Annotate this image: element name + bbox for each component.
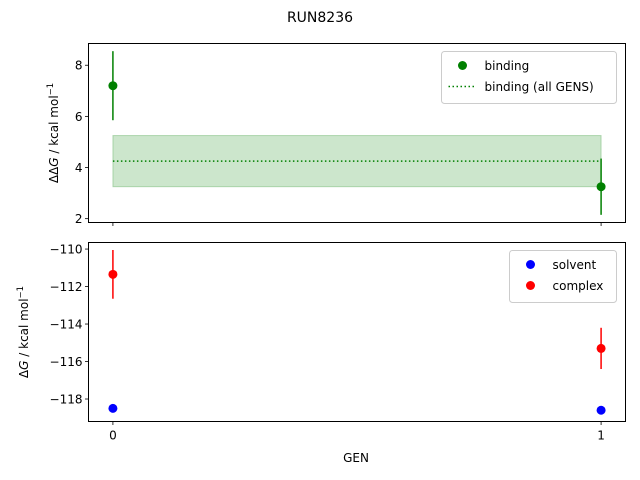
y-tick-label: 8: [75, 59, 83, 73]
legend-label: binding: [485, 59, 530, 73]
x-tick-label: 0: [109, 429, 117, 443]
data-point-complex: [108, 269, 118, 279]
figure-title: RUN8236: [287, 10, 353, 26]
legend-box: [509, 250, 617, 303]
legend-marker-binding: [458, 61, 467, 70]
legend-label: solvent: [553, 258, 597, 272]
data-point-binding: [108, 81, 118, 91]
axes-frame: [88, 242, 626, 422]
y-tick-label: 4: [75, 161, 83, 175]
bottom-axes: −110 −112 −114 −116 −118 0 1 ΔG / kcal mol−1 sol…: [16, 242, 626, 443]
y-tick-label: −112: [50, 280, 83, 294]
y-tick-label: −116: [50, 355, 83, 369]
axes-frame: [88, 43, 626, 223]
x-tick-label: 1: [597, 429, 605, 443]
legend-label: complex: [553, 279, 604, 293]
data-point-solvent: [108, 403, 118, 413]
legend-marker-complex: [526, 281, 535, 290]
y-tick-label: 6: [75, 110, 83, 124]
data-point-solvent: [596, 405, 606, 415]
y-tick-label: 2: [75, 212, 83, 226]
legend-marker-solvent: [526, 260, 535, 269]
legend-label: binding (all GENS): [485, 80, 594, 94]
x-axis-label: GEN: [343, 451, 369, 465]
y-axis-label: ΔΔG / kcal mol−1: [46, 83, 61, 183]
y-tick-label: −118: [50, 393, 83, 407]
y-axis-label: ΔG / kcal mol−1: [16, 286, 31, 378]
data-point-binding: [596, 182, 606, 192]
y-tick-label: −114: [50, 318, 83, 332]
data-point-complex: [596, 343, 606, 353]
y-tick-label: −110: [50, 243, 83, 257]
legend-box: [441, 51, 617, 104]
